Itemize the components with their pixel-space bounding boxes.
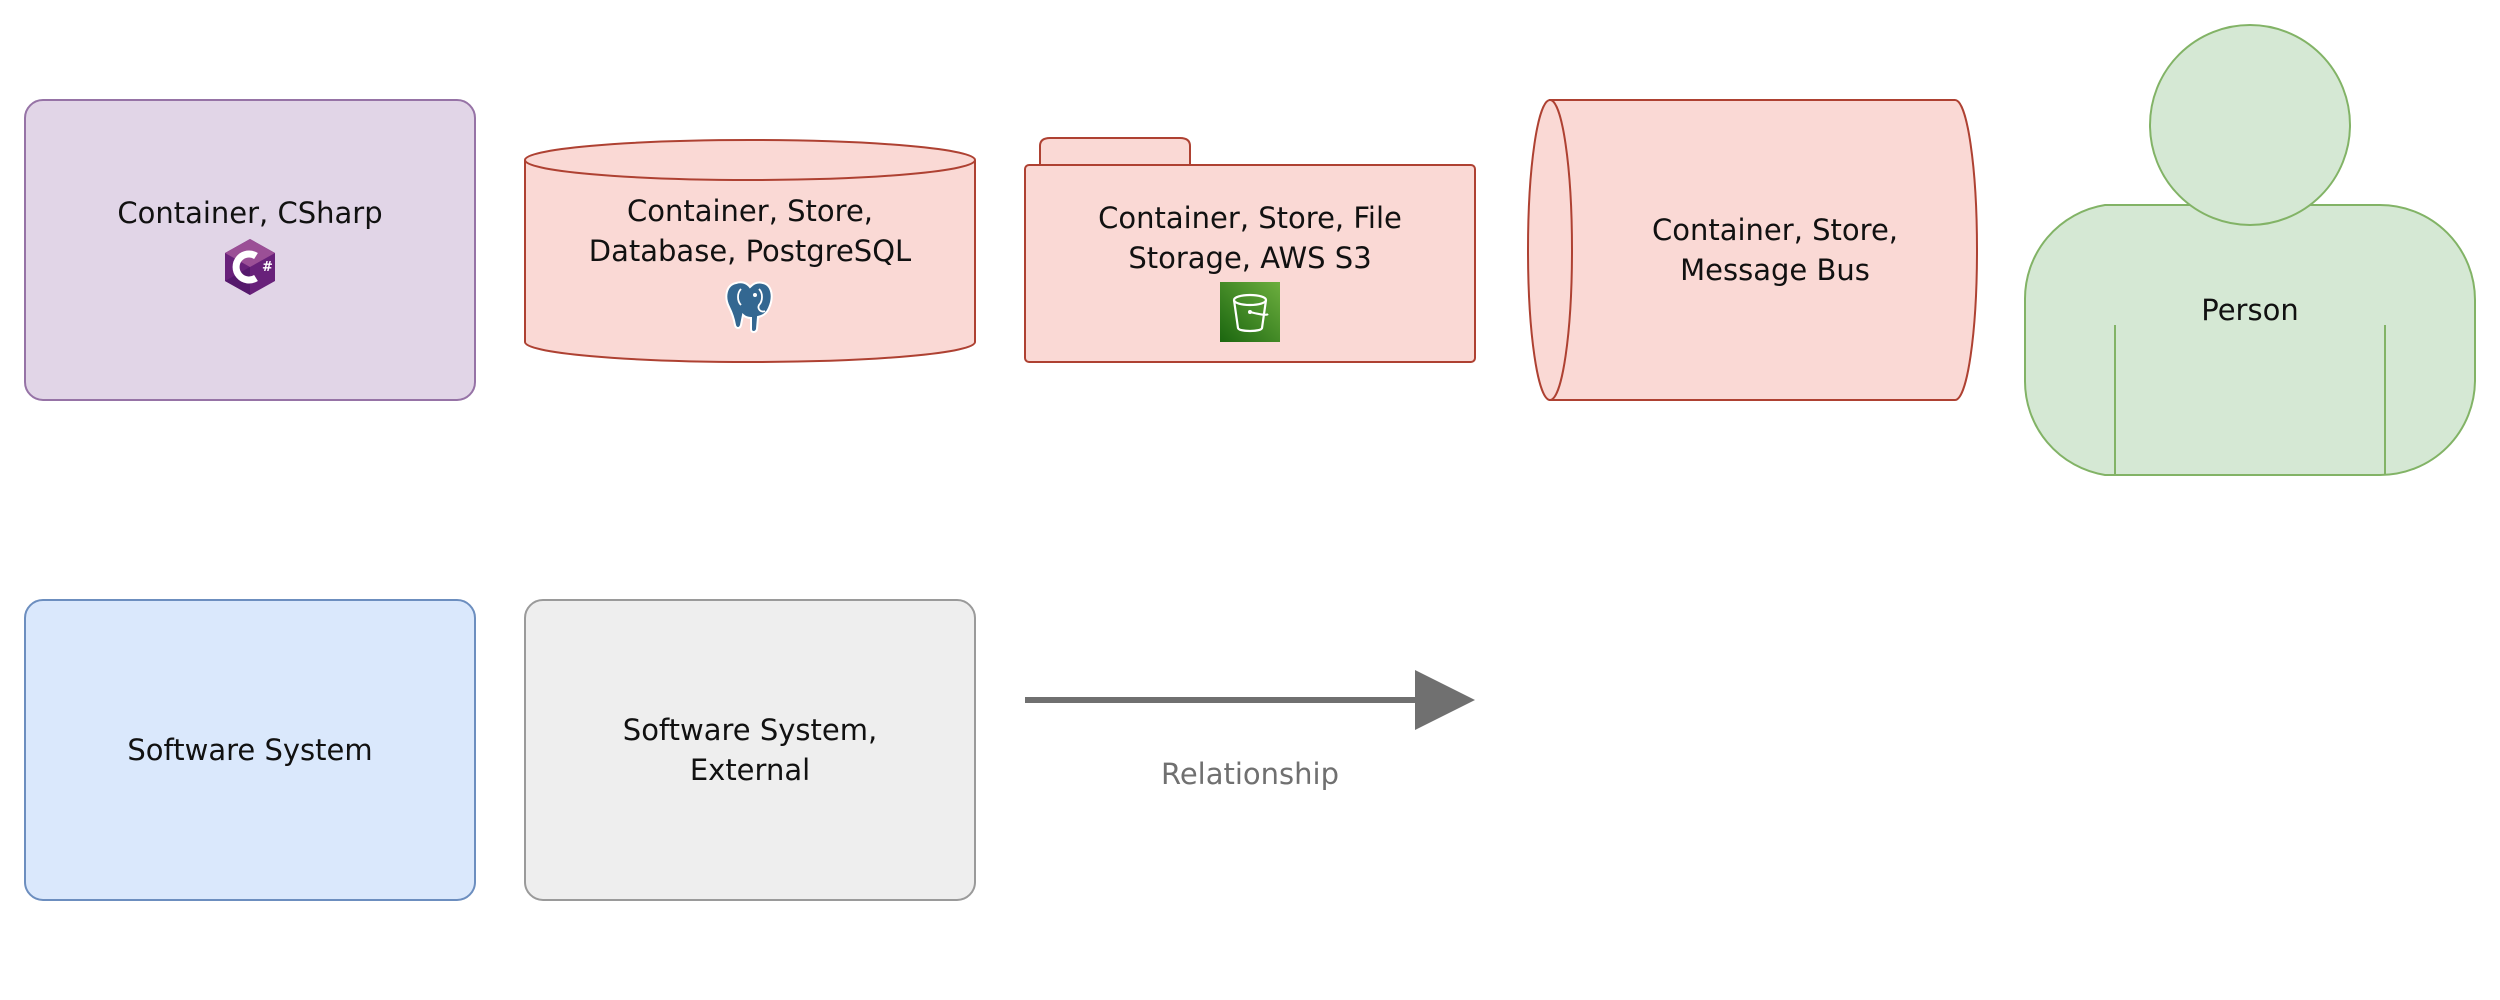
relationship-label: Relationship <box>1160 757 1340 791</box>
software-system-shape[interactable] <box>24 599 476 901</box>
svg-text:#: # <box>262 260 273 275</box>
software-system-label: Software System <box>25 600 475 900</box>
label-line: External <box>689 753 811 787</box>
software-system-external-shape[interactable] <box>524 599 976 901</box>
label-line: Message Bus <box>1680 253 1870 287</box>
container-file-storage-label: Container, Store, File Storage, AWS S3 <box>1025 195 1475 355</box>
label-line: Software System, <box>622 713 878 747</box>
container-file-storage-shape[interactable] <box>1024 137 1476 363</box>
container-message-bus-label: Container, Store, Message Bus <box>1575 100 1975 400</box>
label-line: Storage, AWS S3 <box>1128 241 1372 275</box>
container-csharp-label: Container, CSharp # <box>25 100 475 400</box>
label-line: Container, Store, <box>1651 213 1899 247</box>
label-line: Container, Store, File <box>1098 201 1402 235</box>
person-label: Person <box>2025 210 2475 410</box>
container-message-bus-shape[interactable] <box>1527 99 1978 401</box>
label-line: Container, Store, <box>626 193 874 228</box>
label-line: Person <box>2201 293 2299 327</box>
aws-s3-bucket-icon <box>1220 282 1280 352</box>
relationship-arrow[interactable] <box>1025 670 1475 730</box>
label-line: Container, CSharp <box>117 196 383 230</box>
container-database-shape[interactable] <box>524 139 976 363</box>
software-system-external-label: Software System, External <box>525 600 975 900</box>
csharp-logo-icon: # <box>222 237 278 307</box>
label-line: Database, PostgreSQL <box>588 233 912 268</box>
person-shape[interactable] <box>2023 24 2476 476</box>
postgresql-elephant-icon <box>721 275 779 345</box>
label-line: Software System <box>127 733 373 767</box>
container-database-label: Container, Store, Database, PostgreSQL <box>525 185 975 350</box>
